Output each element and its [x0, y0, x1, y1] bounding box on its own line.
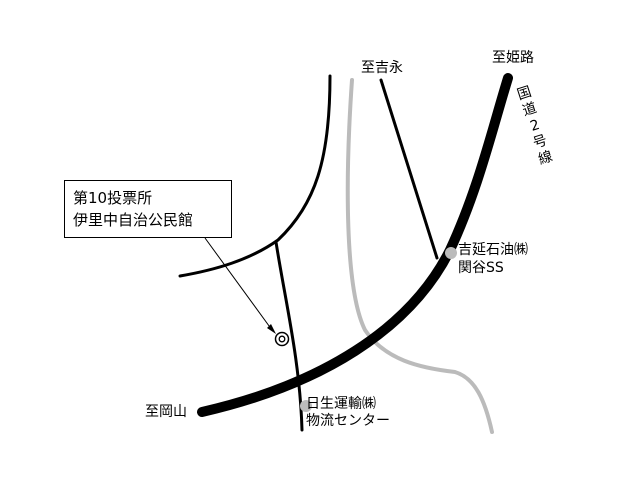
logistics-center-name: 物流センター [306, 413, 390, 429]
road-yoshinaga [379, 78, 439, 260]
logistics-center-marker-icon [300, 400, 312, 412]
dest-okayama: 至岡山 [145, 404, 187, 420]
callout-leader [204, 237, 273, 331]
logistics-company-name: 日生運輸㈱ [306, 396, 376, 412]
callout-arrowhead [267, 324, 276, 334]
polling-station-number: 第10投票所 [73, 189, 153, 207]
gas-station-branch: 関谷SS [458, 260, 504, 276]
polling-station-name: 伊里中自治公民館 [73, 211, 194, 229]
polling-station-marker-icon [274, 331, 290, 347]
national-route-2 [197, 73, 513, 417]
gas-station-marker-icon [445, 247, 457, 259]
gas-station-name: 吉延石油㈱ [458, 242, 528, 258]
railway-line [345, 78, 494, 434]
road-north-curve [178, 74, 332, 278]
dest-himeji: 至姫路 [492, 50, 534, 66]
polling-station-callout: 第10投票所 伊里中自治公民館 [64, 180, 232, 238]
polling-station-marker-inner [278, 335, 286, 343]
dest-yoshinaga: 至吉永 [361, 60, 403, 76]
